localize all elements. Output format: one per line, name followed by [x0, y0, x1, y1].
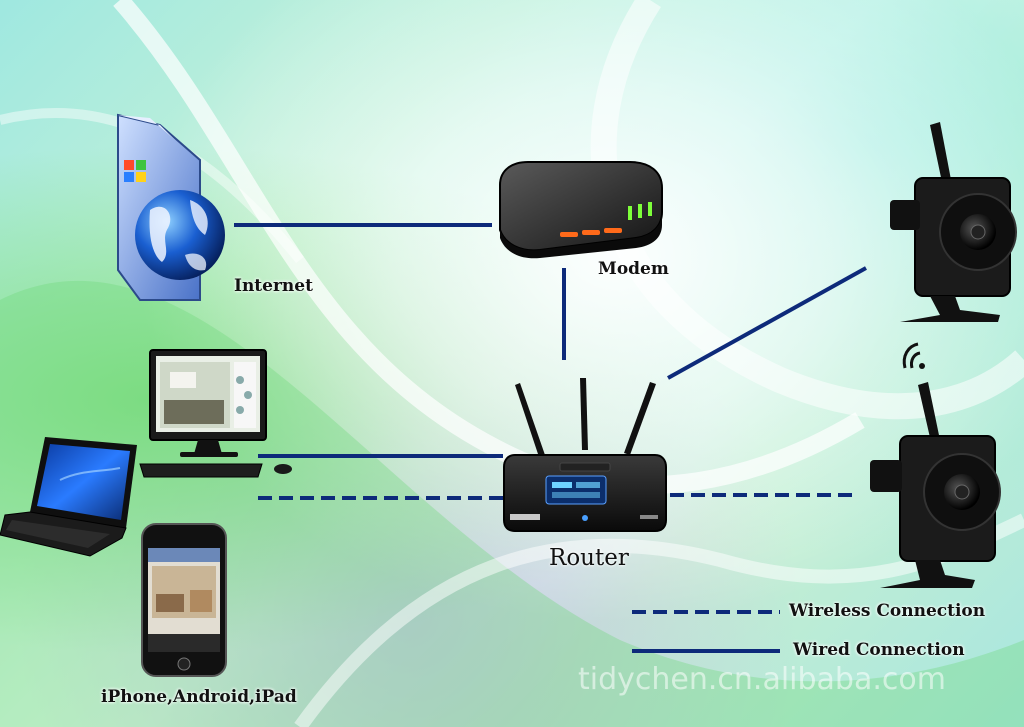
- devices-label: iPhone,Android,iPad: [101, 687, 297, 707]
- legend-wired-label: Wired Connection: [793, 640, 965, 660]
- wired-line-router-camera: [667, 266, 867, 380]
- ip-camera-bottom: [870, 382, 1001, 588]
- modem-label: Modem: [598, 259, 669, 279]
- router-label: Router: [549, 545, 629, 571]
- watermark: tidychen.cn.alibaba.com: [578, 662, 946, 697]
- ip-camera-top: [890, 122, 1017, 322]
- legend-wireless-label: Wireless Connection: [789, 601, 986, 621]
- internet-label: Internet: [234, 276, 313, 296]
- wifi-signal-icon: [902, 342, 925, 369]
